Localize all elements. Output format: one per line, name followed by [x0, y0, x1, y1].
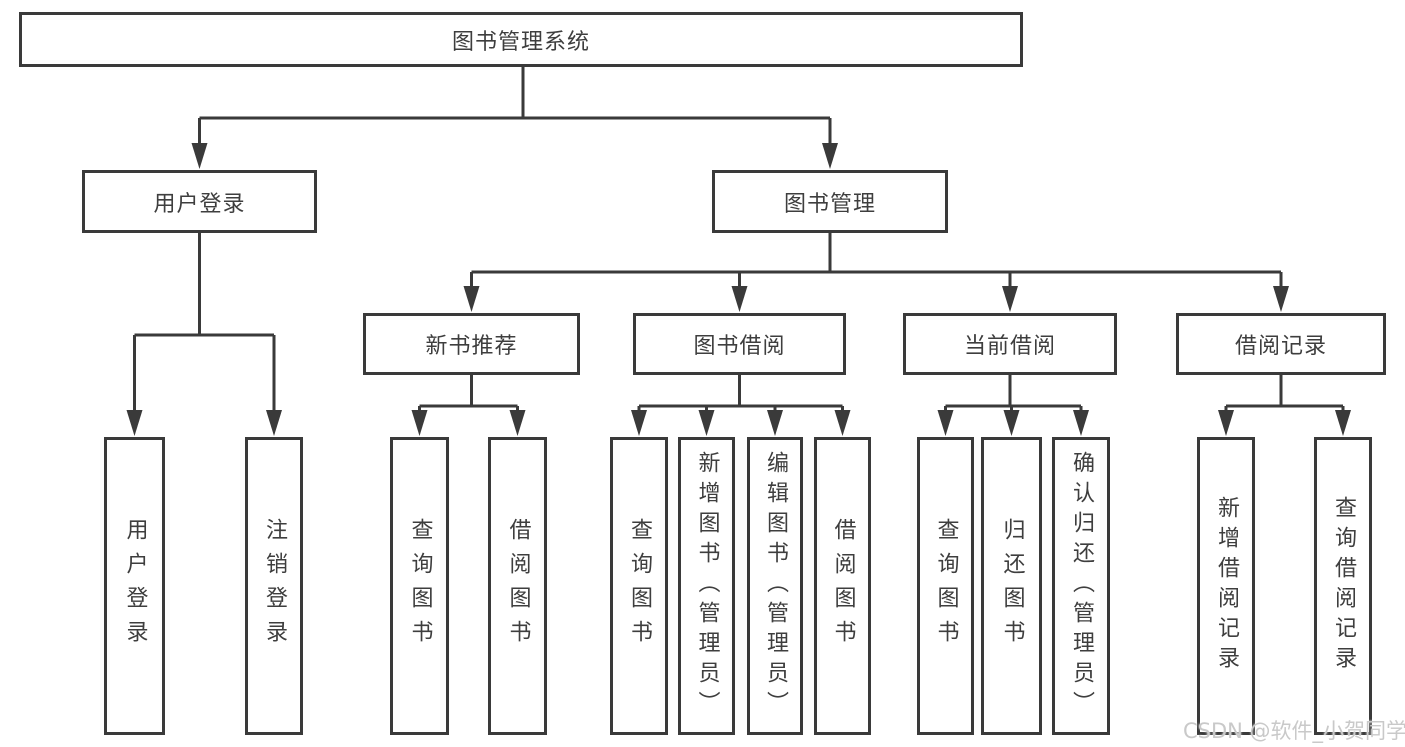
leaf-add-borrow-record: 新增借阅记录 — [1197, 437, 1255, 735]
leaf-query-books-current: 查询图书 — [917, 437, 974, 735]
leaf-logout-label: 注销登录 — [262, 518, 287, 654]
csdn-watermark: CSDN @软件_小贺同学 — [1183, 719, 1405, 743]
node-user-login-label: 用户登录 — [153, 191, 246, 217]
leaf-borrow-books-recommend: 借阅图书 — [488, 437, 547, 735]
node-book-management-label: 图书管理 — [783, 191, 876, 217]
arrowhead-icons — [126, 143, 1351, 436]
leaf-confirm-return-admin-label: 确认归还（管理员） — [1069, 451, 1094, 721]
leaf-query-books-recommend-label: 查询图书 — [407, 518, 433, 654]
node-book-borrow: 图书借阅 — [633, 313, 846, 375]
node-book-management: 图书管理 — [712, 170, 948, 233]
leaf-confirm-return-admin: 确认归还（管理员） — [1052, 437, 1110, 735]
leaf-return-books: 归还图书 — [981, 437, 1042, 735]
leaf-borrow-books-recommend-label: 借阅图书 — [505, 518, 531, 654]
node-book-borrow-label: 图书借阅 — [693, 334, 786, 359]
node-root-label: 图书管理系统 — [451, 29, 590, 55]
leaf-query-books-recommend: 查询图书 — [390, 437, 449, 735]
node-borrow-records: 借阅记录 — [1176, 313, 1386, 375]
leaf-add-books-admin: 新增图书（管理员） — [678, 437, 735, 735]
leaf-edit-books-admin: 编辑图书（管理员） — [747, 437, 803, 735]
leaf-query-books-borrow: 查询图书 — [610, 437, 668, 735]
leaf-add-books-admin-label: 新增图书（管理员） — [694, 451, 720, 721]
node-new-book-recommend: 新书推荐 — [363, 313, 580, 375]
node-borrow-records-label: 借阅记录 — [1234, 334, 1327, 359]
node-user-login: 用户登录 — [82, 170, 317, 233]
leaf-add-borrow-record-label: 新增借阅记录 — [1214, 496, 1239, 676]
leaf-query-borrow-record-label: 查询借阅记录 — [1331, 496, 1356, 676]
leaf-query-borrow-record: 查询借阅记录 — [1314, 437, 1372, 735]
node-root: 图书管理系统 — [19, 12, 1023, 67]
node-current-borrow-label: 当前借阅 — [963, 334, 1056, 359]
leaf-user-login-label: 用户登录 — [122, 518, 148, 654]
leaf-borrow-books-label: 借阅图书 — [830, 518, 856, 654]
leaf-return-books-label: 归还图书 — [999, 518, 1025, 654]
leaf-user-login: 用户登录 — [104, 437, 165, 735]
node-current-borrow: 当前借阅 — [903, 313, 1117, 375]
leaf-query-books-borrow-label: 查询图书 — [627, 518, 652, 654]
leaf-query-books-current-label: 查询图书 — [933, 518, 959, 654]
leaf-borrow-books: 借阅图书 — [814, 437, 871, 735]
leaf-edit-books-admin-label: 编辑图书（管理员） — [763, 451, 788, 721]
leaf-logout: 注销登录 — [245, 437, 303, 735]
node-new-book-recommend-label: 新书推荐 — [425, 334, 518, 359]
